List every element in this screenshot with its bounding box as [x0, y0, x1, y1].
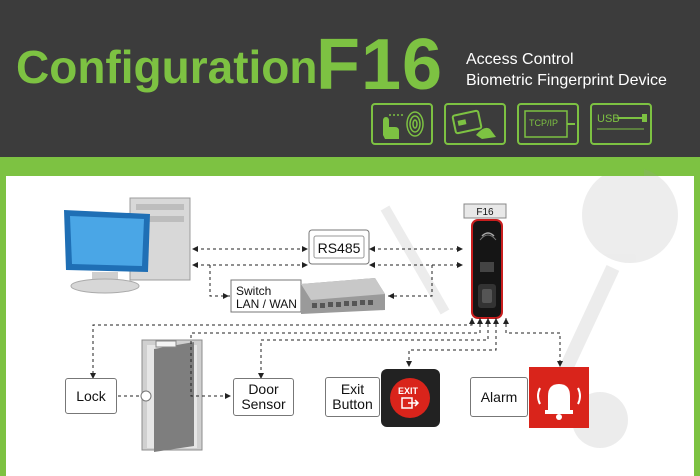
alarm-device [529, 367, 589, 428]
exit-button-label: Exit Button [325, 377, 380, 417]
svg-text:F16: F16 [476, 207, 494, 218]
usb-icon: USB [590, 103, 652, 145]
door-sensor-label-line-1: Door [248, 381, 279, 397]
alarm-label: Alarm [470, 377, 528, 417]
svg-text:EXIT: EXIT [398, 386, 419, 396]
door-icon [140, 339, 203, 452]
subtitle-line-1: Access Control [466, 51, 574, 68]
exit-button-label-line-2: Button [332, 396, 373, 412]
svg-text:Switch: Switch [236, 284, 271, 298]
page-title: Configuration [16, 41, 318, 93]
exit-button-device: EXIT [381, 369, 440, 427]
network-switch: Switch LAN / WAN [230, 278, 385, 314]
svg-text:TCP/IP: TCP/IP [529, 118, 558, 128]
door-sensor-label-line-2: Sensor [241, 396, 286, 412]
svg-text:RS485: RS485 [318, 240, 361, 256]
f16-device: F16 [463, 203, 507, 319]
exit-button-label-line-1: Exit [340, 381, 365, 397]
rs485-box: RS485 [308, 229, 370, 265]
card-reader-icon [444, 103, 506, 145]
subtitle-line-2: Biometric Fingerprint Device [466, 72, 667, 89]
model-title: F16 [316, 25, 444, 105]
fingerprint-touch-icon [371, 103, 433, 145]
header: Configuration F16 Access Control Biometr… [0, 0, 700, 160]
svg-text:USB: USB [597, 113, 620, 125]
lock-label: Lock [65, 378, 117, 414]
door-sensor-label: Door Sensor [233, 378, 294, 416]
computer-icon [64, 197, 191, 294]
tcp-ip-icon: TCP/IP [517, 103, 579, 145]
svg-text:LAN / WAN: LAN / WAN [236, 297, 297, 311]
